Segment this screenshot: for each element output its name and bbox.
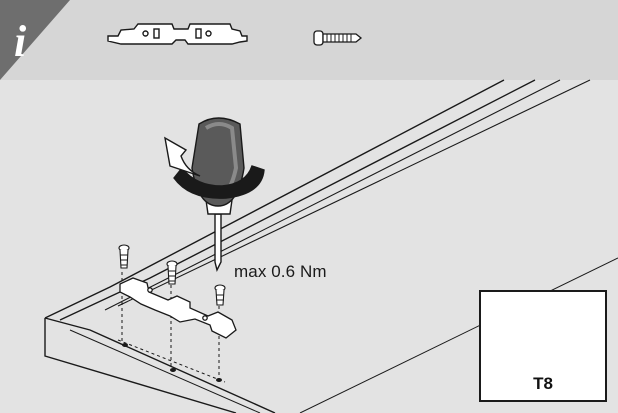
bit-size-label: T8 (533, 374, 553, 393)
torque-label: max 0.6 Nm (234, 262, 327, 281)
info-icon: i (0, 0, 70, 80)
rotation-arrow-icon (164, 136, 265, 199)
bit-size-box: T8 (479, 290, 607, 402)
mounting-bracket-icon (107, 23, 248, 45)
screw-middle (166, 260, 178, 285)
screw-left (118, 244, 130, 269)
screw-icon (313, 30, 363, 46)
drill-holes (122, 343, 222, 382)
screw-right (214, 284, 226, 306)
parts-header (0, 0, 618, 80)
frame (44, 79, 618, 413)
bracket-on-frame (119, 277, 237, 339)
svg-text:i: i (14, 17, 27, 66)
